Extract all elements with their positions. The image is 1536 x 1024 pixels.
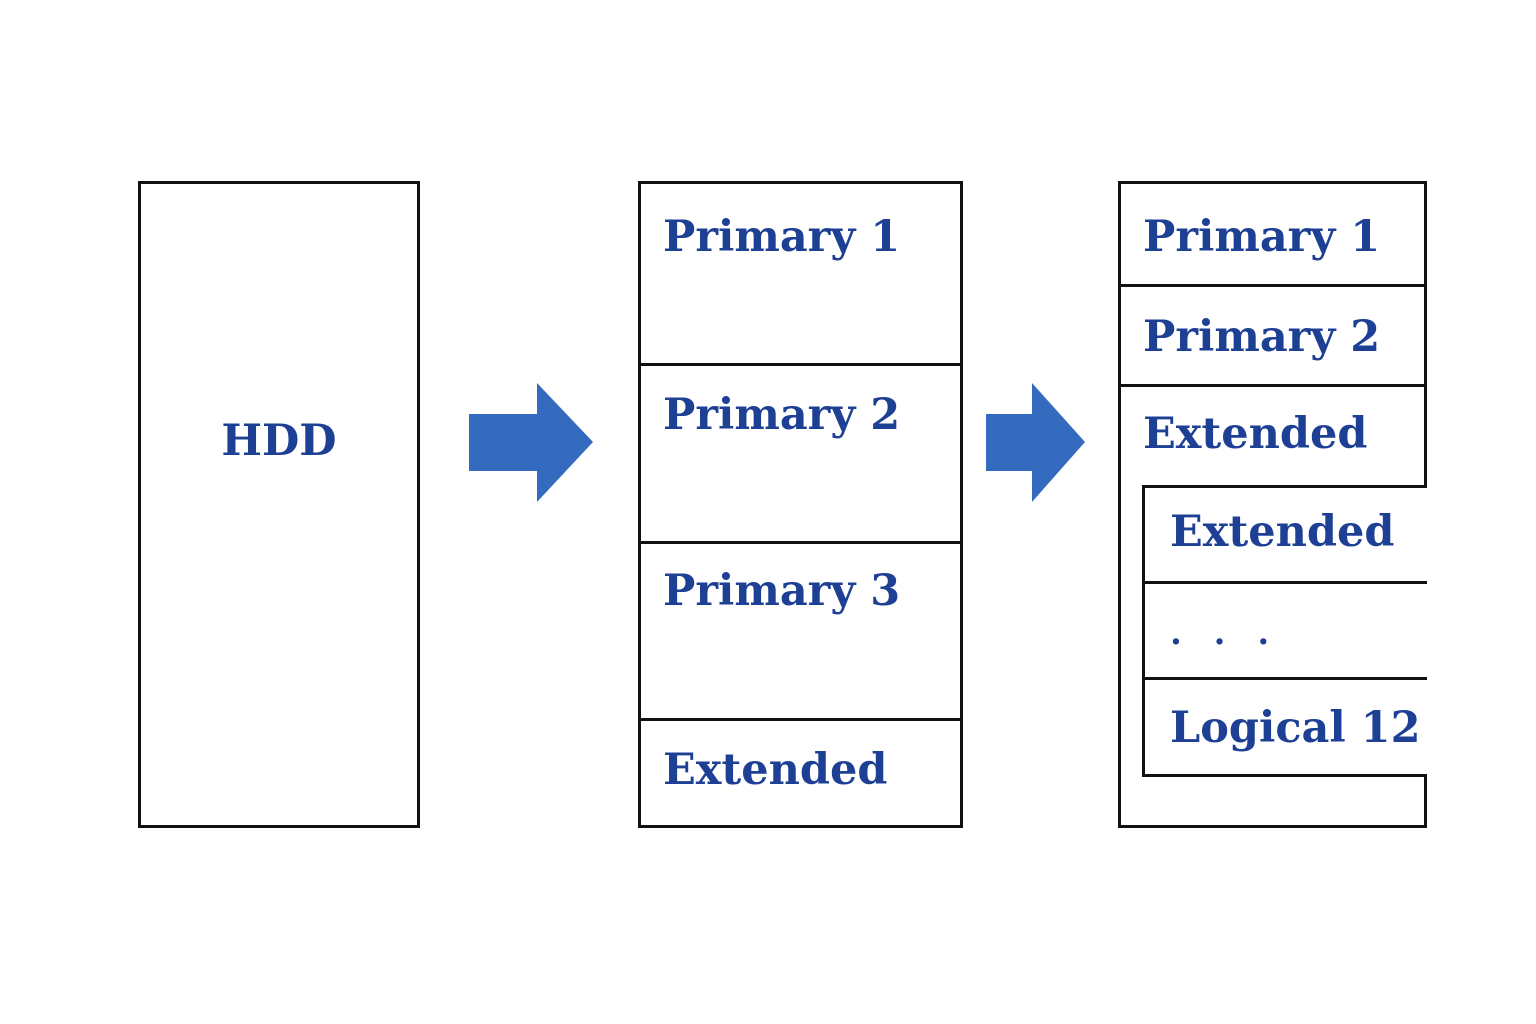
extended-partition-cell: Extended Extended . . . Logical 12	[1121, 387, 1427, 825]
arrow-right-icon	[986, 383, 1085, 502]
partition-label: Primary 3	[663, 566, 901, 616]
partition-cell: Extended	[641, 721, 960, 825]
logical-cell: . . .	[1145, 584, 1427, 680]
ellipsis-label: . . .	[1170, 613, 1280, 653]
partition-cell: Primary 1	[641, 184, 960, 366]
partition-label: Primary 2	[1143, 312, 1381, 362]
logical-label: Extended	[1170, 507, 1395, 557]
partition-label: Primary 1	[1143, 212, 1381, 262]
logical-cell: Logical 12	[1145, 680, 1427, 774]
partition-cell: Primary 1	[1121, 184, 1424, 287]
arrow-right-icon	[469, 383, 593, 502]
hdd-label: HDD	[221, 416, 337, 466]
hdd-box: HDD	[138, 181, 420, 828]
partition-cell: Primary 2	[1121, 287, 1424, 387]
partition-label: Primary 2	[663, 390, 901, 440]
partition-label: Extended	[663, 745, 888, 795]
partition-label: Extended	[1143, 409, 1368, 459]
logical-cell: Extended	[1145, 488, 1427, 584]
partition-label: Primary 1	[663, 212, 901, 262]
logical-label: Logical 12	[1170, 703, 1421, 753]
partition-table-stage-3: Primary 1 Primary 2 Extended Extended . …	[1118, 181, 1427, 828]
partition-cell: Primary 3	[641, 544, 960, 721]
extended-inner-box: Extended . . . Logical 12	[1142, 485, 1427, 777]
partition-table-stage-2: Primary 1 Primary 2 Primary 3 Extended	[638, 181, 963, 828]
partition-cell: Primary 2	[641, 366, 960, 544]
